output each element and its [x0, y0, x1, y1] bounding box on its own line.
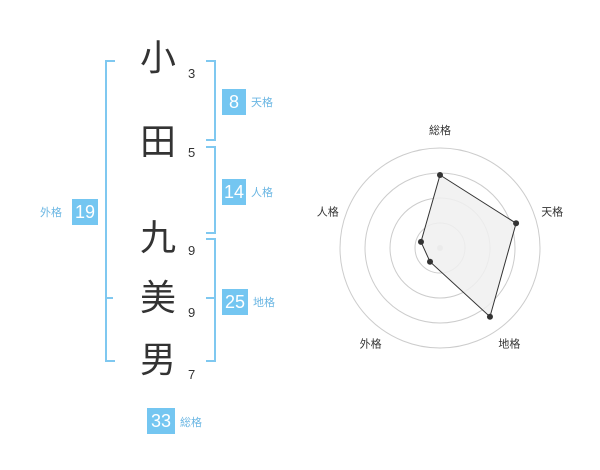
stroke-count-5: 7 [188, 367, 196, 382]
name-analysis-panel: 小 田 九 美 男 3 5 9 9 7 8 天格 14 人格 25 地格 19 … [40, 38, 275, 434]
radar-point-2 [513, 220, 520, 227]
chikaku-badge: 25 [222, 289, 248, 315]
jinkaku-bracket [206, 146, 216, 234]
stroke-count-4: 9 [188, 305, 196, 320]
radar-point-3 [486, 313, 493, 320]
stroke-count-1: 3 [188, 66, 196, 81]
tenkaku-label: 天格 [251, 96, 273, 109]
radar-ring [339, 147, 541, 349]
radar-axis-label-4: 外格 [360, 337, 382, 351]
soukaku-label: 総格 [180, 416, 202, 429]
chikaku-label: 地格 [253, 296, 275, 309]
radar-series-polygon [420, 174, 517, 318]
soukaku-badge: 33 [147, 408, 175, 434]
chikaku-bracket [206, 238, 216, 362]
name-char-1: 小 [139, 38, 176, 79]
chikaku-bracket-tick [206, 297, 214, 299]
gaikaku-bracket-tick [105, 297, 113, 299]
tenkaku-bracket [206, 60, 216, 141]
name-char-3: 九 [139, 218, 176, 259]
gaikaku-label: 外格 [40, 206, 62, 219]
radar-point-5 [417, 238, 424, 245]
name-char-4: 美 [139, 278, 176, 319]
name-char-5: 男 [139, 340, 176, 381]
stroke-count-3: 9 [188, 243, 196, 258]
radar-axis-label-3: 地格 [498, 337, 520, 351]
jinkaku-label: 人格 [251, 186, 273, 199]
tenkaku-badge: 8 [222, 89, 246, 115]
radar-axis-label-2: 天格 [541, 205, 563, 219]
radar-point-1 [437, 172, 443, 178]
radar-axis-label-1: 総格 [429, 123, 451, 137]
jinkaku-badge: 14 [222, 179, 246, 205]
radar-axis-label-5: 人格 [317, 205, 339, 219]
gaikaku-bracket [105, 60, 115, 362]
stroke-count-2: 5 [188, 145, 196, 160]
gaikaku-badge: 19 [72, 199, 98, 225]
name-char-2: 田 [139, 122, 176, 163]
radar-point-4 [427, 258, 434, 265]
